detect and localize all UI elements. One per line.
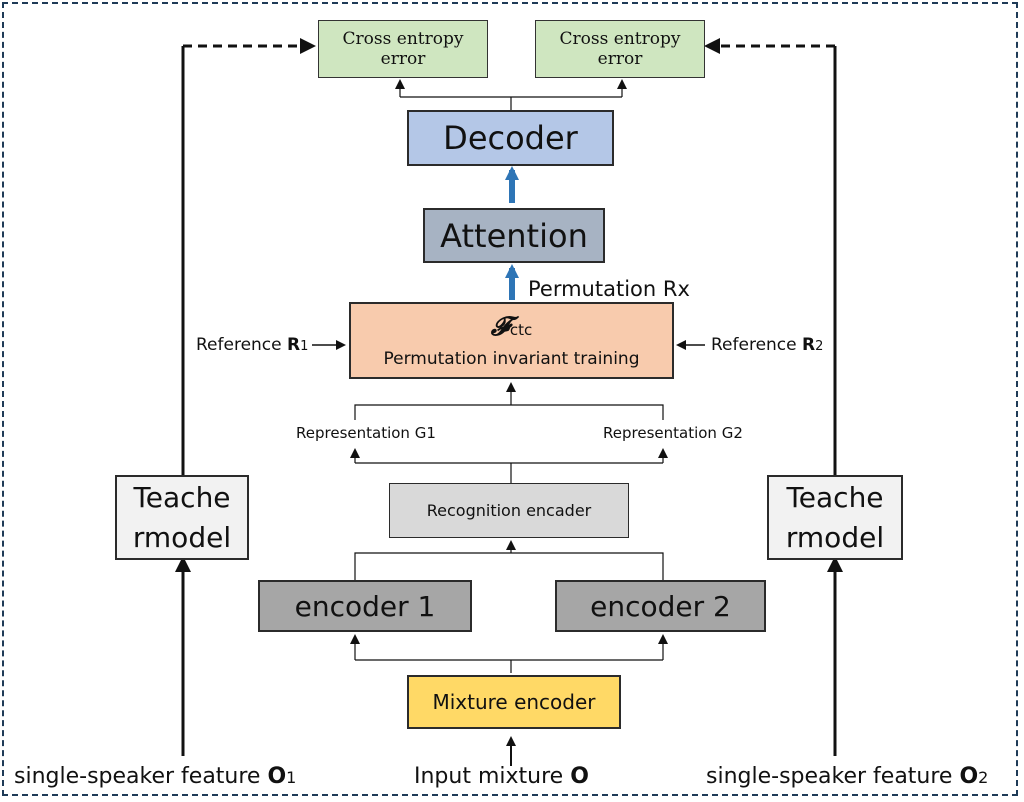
- teacher-left-line1: Teache: [133, 480, 231, 514]
- teacher-left-line2: rmodel: [132, 520, 232, 554]
- encoder-join: [354, 552, 664, 580]
- encoder-2-box: encoder 2: [555, 580, 766, 632]
- teacher-right-line1: Teache: [786, 480, 884, 514]
- mixture-encoder-label: Mixture encoder: [432, 690, 596, 714]
- decoder-label: Decoder: [443, 119, 578, 157]
- attention-box: Attention: [423, 208, 605, 263]
- teacher-right-line2: rmodel: [785, 520, 885, 554]
- recognition-encoder-label: Recognition encader: [426, 501, 592, 520]
- encoder-1-label: encoder 1: [294, 589, 436, 623]
- feature-right-sub: 2: [978, 768, 989, 787]
- cross-entropy-left-box: Cross entropy error: [318, 20, 488, 78]
- representation-g2-label: Representation G2: [603, 424, 743, 442]
- permutation-rx-label: Permutation Rx: [528, 277, 690, 301]
- reference-right-var: R: [802, 335, 816, 355]
- mixture-encoder-box: Mixture encoder: [407, 675, 621, 729]
- attention-label: Attention: [440, 216, 588, 255]
- recognition-fork: [355, 462, 663, 483]
- cross-entropy-left-label: Cross entropy error: [342, 29, 464, 69]
- pit-label: Permutation invariant training: [383, 349, 640, 369]
- cross-entropy-right-label: Cross entropy error: [559, 29, 681, 69]
- reference-right-sub: 2: [815, 339, 824, 354]
- feature-left-sub: 1: [286, 768, 297, 787]
- representation-join: [354, 404, 664, 420]
- pit-symbol: 𝓕: [490, 312, 510, 342]
- feature-right-label: single-speaker feature O2: [706, 764, 989, 789]
- decoder-box: Decoder: [407, 110, 614, 166]
- input-mixture-var: O: [570, 764, 589, 789]
- cross-entropy-right-box: Cross entropy error: [535, 20, 705, 78]
- representation-g1-label: Representation G1: [296, 424, 436, 442]
- encoder-1-box: encoder 1: [258, 580, 472, 632]
- pit-box: 𝓕ctc Permutation invariant training: [349, 302, 674, 379]
- feature-right-var: O: [959, 764, 979, 789]
- mixture-fork: [355, 659, 663, 673]
- feature-left-var: O: [267, 764, 287, 789]
- feature-left-label: single-speaker feature O1: [14, 764, 297, 789]
- reference-left-var: R: [287, 335, 301, 355]
- teacher-model-left-box: Teache rmodel: [115, 475, 249, 560]
- teacher-model-right-box: Teache rmodel: [767, 475, 903, 560]
- recognition-encoder-box: Recognition encader: [389, 483, 629, 538]
- pit-symbol-subscript: ctc: [509, 321, 533, 339]
- encoder-2-label: encoder 2: [590, 589, 731, 623]
- reference-right-label: Reference R2: [711, 335, 824, 355]
- reference-left-label: Reference R1: [196, 335, 309, 355]
- input-mixture-label: Input mixture O: [414, 764, 589, 789]
- reference-left-sub: 1: [300, 339, 309, 354]
- pit-formula: 𝓕ctc: [491, 312, 533, 345]
- decoder-fork: [400, 96, 622, 110]
